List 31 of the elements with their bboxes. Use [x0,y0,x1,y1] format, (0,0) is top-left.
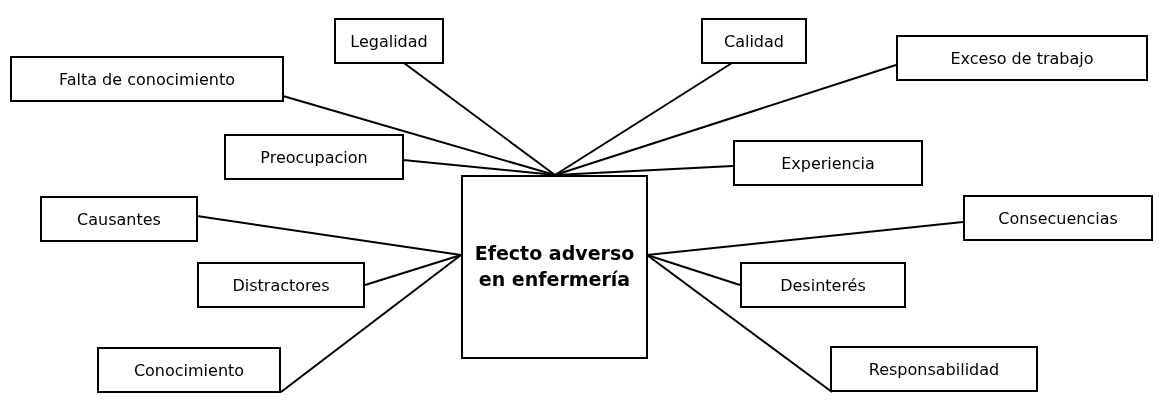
connector-line [554,64,897,176]
topic-label: Desinterés [780,275,866,295]
topic-label: Efecto adverso en enfermería [473,241,636,292]
topic-label: Distractores [232,275,330,295]
topic-label: Consecuencias [998,208,1118,228]
topic-box [10,56,284,102]
topic-box [733,140,923,186]
connector-line [403,62,556,176]
connector-line [364,254,462,286]
topic-box [224,134,404,180]
topic-box [701,18,807,64]
topic-label: Experiencia [781,153,875,173]
topic-label: Calidad [724,31,784,51]
topic-label: Causantes [77,209,161,229]
topic-box [97,347,281,393]
topic-box [963,195,1153,241]
topic-box [830,346,1038,392]
topic-box [197,262,365,308]
topic-label: Falta de conocimiento [58,69,236,89]
topic-label: Preocupacion [260,147,368,167]
topic-box [40,196,198,242]
central-topic-box [461,175,648,359]
topic-label: Responsabilidad [868,359,1000,379]
topic-label: Legalidad [350,31,428,51]
connector-line [280,254,462,393]
topic-box [740,262,906,308]
topic-label: Conocimiento [133,360,245,380]
topic-label: Exceso de trabajo [950,48,1094,68]
topic-box [896,35,1148,81]
topic-box [334,18,444,64]
connector-line [554,62,733,176]
